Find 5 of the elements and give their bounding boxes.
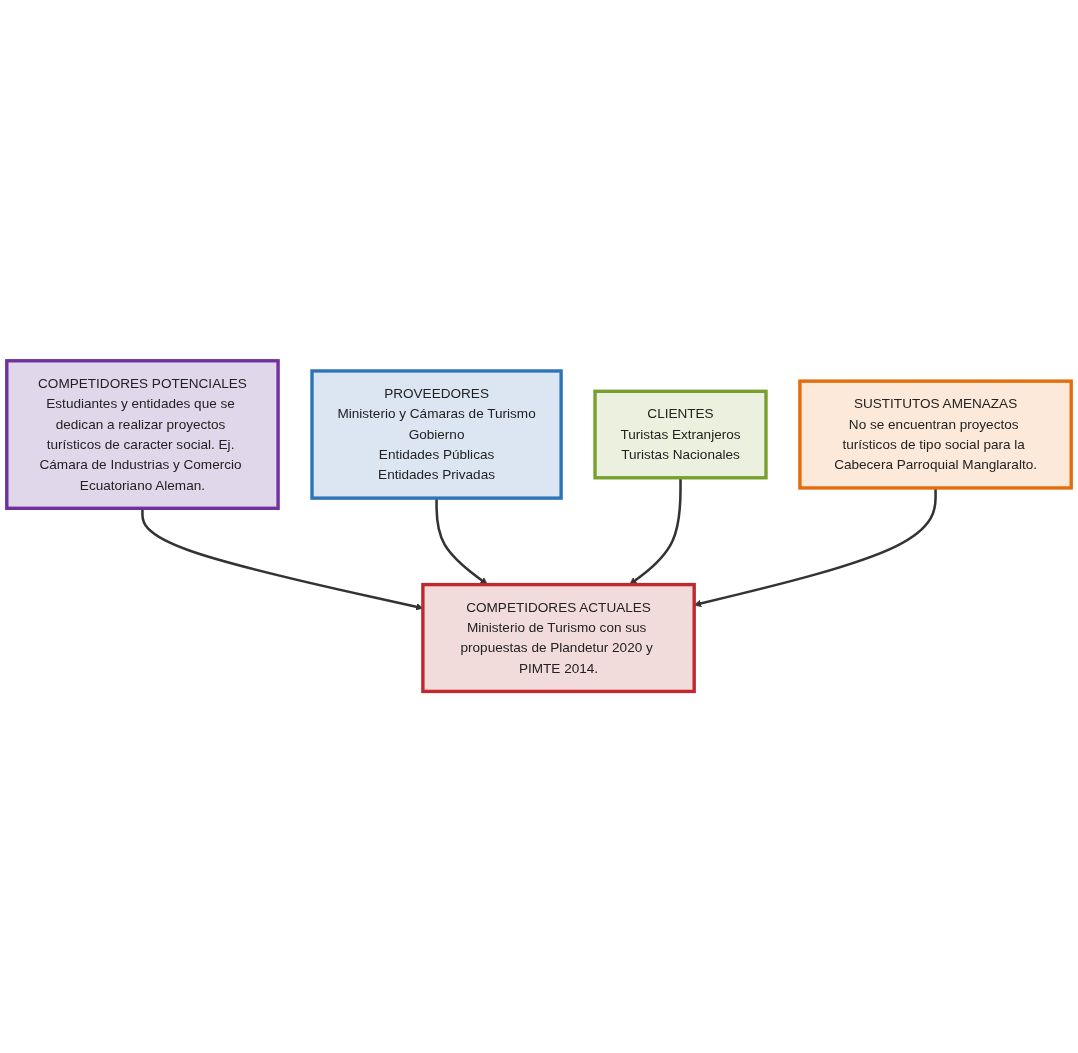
node-box: PROVEEDORES Ministerio y Cámaras de Turismo Gobierno Entidades Públicas Entidades Privadas (310, 369, 563, 501)
node-box: COMPETIDORES ACTUALES Ministerio de Turismo con sus propuestas de Plandetur 2020 y PIMTE 2014. (421, 583, 696, 694)
node-box: CLIENTES Turistas Extranjeros Turistas Nacionales (593, 390, 768, 480)
node-box: SUSTITUTOS AMENAZAS No se encuentran proyectos turísticos de tipo social para la Cabecera Parroquial Manglaralto. (798, 379, 1073, 491)
node-box: COMPETIDORES POTENCIALES Estudiantes y entidades que se dedican a realizar proyectos turísticos de caracter social. Ej. Cámara de Industrias y Comercio Ecuatoriano Aleman. (5, 359, 280, 511)
